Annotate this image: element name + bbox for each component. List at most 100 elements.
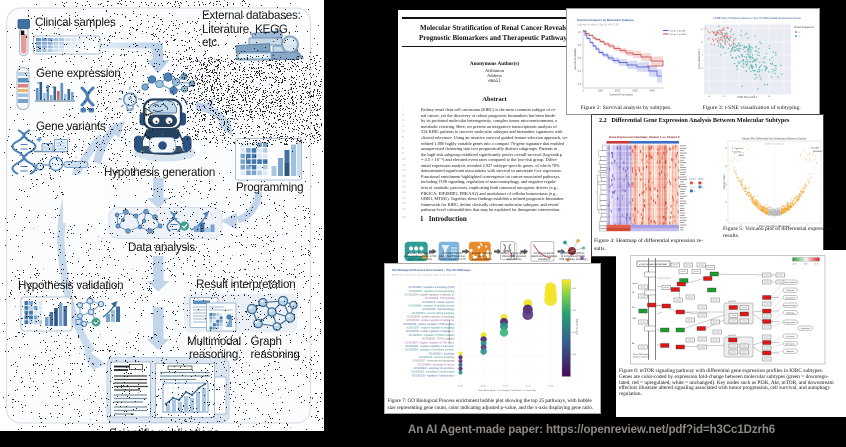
svg-text:0.050: 0.050 (480, 386, 486, 388)
svg-text:40: 40 (768, 96, 771, 98)
svg-text:3000: 3000 (632, 90, 638, 93)
svg-text:GO:0010506 - negative regulati: GO:0010506 - negative regulation of cata… (404, 294, 454, 297)
svg-text:2000: 2000 (615, 90, 621, 93)
svg-text:10: 10 (725, 202, 728, 204)
svg-text:0.100: 0.100 (525, 386, 531, 388)
svg-text:0: 0 (738, 96, 740, 98)
svg-text:AA: AA (632, 342, 635, 345)
svg-text:0.025: 0.025 (458, 386, 464, 388)
svg-text:Gene Ratio (Gene # in Pathway: Gene Ratio (Gene # in Pathway / Total Ge… (478, 389, 536, 392)
svg-text:NDUFA4L2: NDUFA4L2 (813, 150, 823, 153)
svg-text:illustrative reproduction: illustrative reproduction (633, 356, 650, 359)
svg-text:-log10(p-value): -log10(p-value) (724, 174, 726, 190)
svg-text:30: 30 (725, 166, 728, 168)
svg-text:Cluster 1 (n=96): Cluster 1 (n=96) (670, 30, 686, 33)
svg-text:-1.5: -1.5 (793, 264, 798, 266)
svg-text:-20: -20 (700, 68, 704, 70)
svg-text:Lipid synthesis: Lipid synthesis (785, 297, 796, 300)
svg-text:mTORC1: mTORC1 (728, 301, 736, 303)
svg-text:GO:0031330 - cellular regulati: GO:0031330 - cellular regulation of cata… (406, 330, 455, 333)
svg-text:0: 0 (702, 55, 704, 57)
svg-text:4: 4 (806, 225, 808, 227)
svg-text:GO:0031929 - regulation of aut: GO:0031929 - regulation of autophagy (TO… (408, 286, 454, 289)
svg-text:GO:1903432 - regulation of TOR: GO:1903432 - regulation of TORC1 signali… (409, 334, 456, 337)
svg-text:GO:0031331 - positive regulati: GO:0031331 - positive regulation of cell… (406, 319, 455, 322)
svg-text:GO:0061912 - selective autopha: GO:0061912 - selective autophagy (419, 356, 455, 359)
svg-text:GO:0000422 - autophagy of mito: GO:0000422 - autophagy of mitochondrion (411, 371, 455, 374)
svg-text:Volcano Plot: Differential Gen: Volcano Plot: Differential Gene Expressi… (742, 138, 807, 141)
svg-text:20: 20 (725, 184, 728, 186)
svg-text:Protein synthesis: Protein synthesis (784, 281, 796, 284)
svg-text:-20: -20 (723, 96, 727, 98)
svg-text:Significant: Significant (735, 147, 745, 150)
svg-text:1.5: 1.5 (815, 264, 819, 266)
svg-text:GO:0016241 - regulation of mac: GO:0016241 - regulation of macroautophag… (409, 290, 455, 293)
svg-text:4000: 4000 (650, 90, 656, 93)
svg-text:1: 1 (799, 32, 801, 34)
svg-text:GO:0044804 - autophagy of nucl: GO:0044804 - autophagy of nucleus (417, 363, 455, 366)
svg-text:Gene Expression Heatmap: Clust: Gene Expression Heatmap: Cluster 1 vs Cl… (609, 135, 680, 139)
svg-text:GO:0032008 - positive regulati: GO:0032008 - positive regulation of TOR … (403, 323, 455, 326)
svg-text:0.125: 0.125 (548, 386, 554, 388)
svg-text:GO:0061726 - regulation of mit: GO:0061726 - regulation of mitochondrion (412, 374, 456, 377)
svg-text:GO:0016237 - lysosomal microau: GO:0016237 - lysosomal microautophagy (412, 360, 455, 363)
svg-text:GO:0061919 - process utilizing: GO:0061919 - process utilizing autophagy (412, 312, 456, 315)
svg-text:Adjusted p-value: Adjusted p-value (576, 319, 579, 336)
svg-text:2: 2 (799, 36, 801, 38)
svg-text:TNFa: TNFa (632, 318, 637, 320)
svg-text:Effect Size (Mean Difference): Effect Size (Mean Difference) (759, 225, 789, 228)
svg-text:t-SNE Dimension 1: t-SNE Dimension 1 (737, 96, 758, 99)
svg-text:GO:0032006 - TOR signaling: GO:0032006 - TOR signaling (425, 298, 455, 300)
svg-text:0.03: 0.03 (572, 310, 577, 312)
svg-text:-2: -2 (757, 225, 760, 227)
svg-text:0.02: 0.02 (572, 332, 577, 334)
svg-text:0.04: 0.04 (572, 288, 577, 290)
svg-text:0.4: 0.4 (578, 70, 582, 73)
svg-text:20: 20 (701, 42, 704, 44)
svg-text:Lysosome biogen.: Lysosome biogen. (784, 305, 797, 307)
svg-text:-40: -40 (708, 96, 712, 98)
svg-text:t-SNE Plot of Patients based o: t-SNE Plot of Patients based on Top 70 D… (713, 16, 801, 20)
svg-text:Enriched GO Pathways: Enriched GO Pathways (448, 319, 451, 343)
svg-text:Actin organiz.: Actin organiz. (785, 343, 795, 346)
svg-text:40: 40 (725, 148, 728, 150)
svg-text:GO:0032007 - negative regulati: GO:0032007 - negative regulation of TOR … (405, 341, 455, 344)
svg-text:mTOR SIGNALING PATHWAY: mTOR SIGNALING PATHWAY (639, 263, 668, 266)
svg-text:GO:0030242 - autophagy of pero: GO:0030242 - autophagy of peroxisome (414, 367, 456, 370)
svg-text:Cell survival: Cell survival (786, 336, 795, 338)
svg-text:GO Biological Process Enrichme: GO Biological Process Enrichment - Top 2… (392, 268, 471, 272)
svg-text:GF: GF (632, 292, 635, 294)
svg-text:0: 0 (694, 187, 696, 189)
svg-text:1000: 1000 (598, 90, 604, 93)
svg-text:-2: -2 (694, 191, 697, 193)
svg-text:0.2: 0.2 (578, 83, 582, 86)
svg-text:Cluster 2 (n=218): Cluster 2 (n=218) (670, 33, 687, 36)
svg-text:GO:0038202 - TORC1 signaling: GO:0038202 - TORC1 signaling (422, 339, 455, 341)
svg-text:Log-rank p-value: 4.5e-05, HR:: Log-rank p-value: 4.5e-05, HR: 2.38 (577, 23, 619, 27)
svg-text:Not Sig.: Not Sig. (735, 151, 743, 154)
svg-text:Cluster: Cluster (698, 178, 705, 181)
svg-text:Survival Analysis by Molecular: Survival Analysis by Molecular Subtype (577, 18, 634, 22)
svg-text:40: 40 (701, 29, 704, 31)
svg-text:20: 20 (753, 96, 756, 98)
svg-text:1: 1 (702, 183, 704, 185)
svg-text:Cell growth: Cell growth (786, 289, 794, 292)
svg-text:GO:0009894 - regulation of cat: GO:0009894 - regulation of catabolic pro… (408, 305, 455, 308)
svg-text:mTORC2: mTORC2 (728, 335, 736, 337)
svg-text:Cluster 1 vs Cluster 2: Cluster 1 vs Cluster 2 (764, 143, 784, 146)
svg-text:Z-score: Z-score (689, 179, 697, 181)
svg-text:Cytoskeleton: Cytoskeleton (801, 327, 810, 330)
svg-text:0.0: 0.0 (804, 264, 808, 266)
svg-text:GO:0016242 - negative regulati: GO:0016242 - negative regulation of macr… (405, 345, 455, 348)
svg-text:-4: -4 (740, 225, 743, 227)
svg-text:SLC6A19: SLC6A19 (811, 147, 819, 150)
svg-text:Autophagy: Autophagy (786, 312, 794, 315)
svg-text:0.01: 0.01 (572, 354, 577, 356)
svg-text:Energy metabol.: Energy metabol. (784, 321, 796, 324)
svg-text:Wnt: Wnt (632, 306, 636, 309)
svg-text:GO:0090559 - regulation of mem: GO:0090559 - regulation of membrane perm… (405, 349, 455, 352)
svg-text:Survival Time (days): Survival Time (days) (609, 93, 633, 97)
svg-text:2: 2 (694, 183, 696, 185)
svg-text:Cluster Assignment: Cluster Assignment (794, 26, 814, 29)
svg-text:0.8: 0.8 (578, 44, 582, 47)
